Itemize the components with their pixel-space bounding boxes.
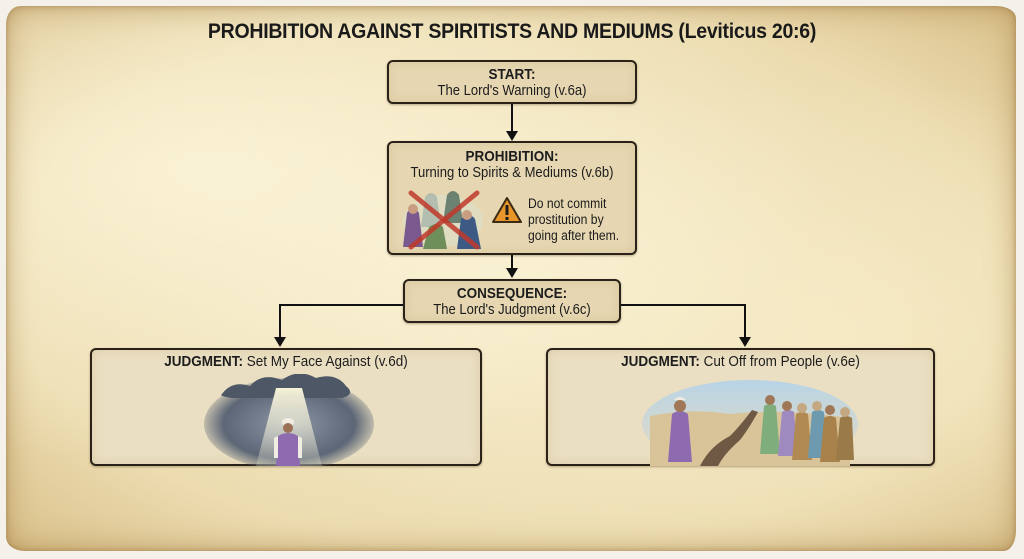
- warning-text: Do not commit prostitution by going afte…: [528, 196, 619, 244]
- arrow-down-icon: [506, 131, 518, 141]
- prohibition-head: PROHIBITION:: [465, 148, 559, 165]
- consequence-head: CONSEQUENCE:: [456, 285, 568, 302]
- arrow-down-icon: [274, 337, 286, 347]
- judgment-right-label: JUDGMENT:: [621, 353, 700, 370]
- connector-branch-right: [621, 304, 746, 306]
- judgment-left-label: JUDGMENT:: [164, 353, 243, 370]
- connector-start-prohibition: [511, 104, 513, 132]
- judgment-left-title: JUDGMENT: Set My Face Against (v.6d): [111, 353, 460, 371]
- connector-branch-left: [279, 304, 403, 306]
- connector-drop-left: [279, 304, 281, 338]
- consequence-node: CONSEQUENCE: The Lord's Judgment (v.6c): [403, 279, 621, 323]
- consequence-sub: The Lord's Judgment (v.6c): [433, 302, 591, 318]
- connector-drop-right: [744, 304, 746, 338]
- man-separated-by-chasm-from-crowd-illustration: [642, 380, 858, 466]
- judgment-left-text: Set My Face Against (v.6d): [242, 353, 408, 370]
- judgment-right-title: JUDGMENT: Cut Off from People (v.6e): [567, 353, 914, 371]
- start-head: START:: [488, 66, 536, 83]
- warning-line-1: Do not commit: [528, 196, 607, 211]
- man-under-dark-cloud-light-beam-illustration: [204, 374, 374, 466]
- start-sub: The Lord's Warning (v.6a): [437, 83, 587, 99]
- arrow-down-icon: [739, 337, 751, 347]
- warning-line-3: going after them.: [528, 228, 620, 243]
- page-title: PROHIBITION AGAINST SPIRITISTS AND MEDIU…: [207, 20, 817, 43]
- prohibition-sub: Turning to Spirits & Mediums (v.6b): [410, 165, 614, 181]
- judgment-right-text: Cut Off from People (v.6e): [699, 353, 860, 370]
- start-node: START: The Lord's Warning (v.6a): [387, 60, 637, 104]
- connector-prohibition-consequence: [511, 255, 513, 269]
- crossed-out-spiritists-illustration: [403, 190, 483, 250]
- judgment-right-node: JUDGMENT: Cut Off from People (v.6e): [546, 348, 935, 466]
- judgment-left-node: JUDGMENT: Set My Face Against (v.6d): [90, 348, 482, 466]
- prohibition-node: PROHIBITION: Turning to Spirits & Medium…: [387, 141, 637, 255]
- warning-triangle-icon: [492, 197, 522, 223]
- arrow-down-icon: [506, 268, 518, 278]
- warning-line-2: prostitution by: [528, 212, 604, 227]
